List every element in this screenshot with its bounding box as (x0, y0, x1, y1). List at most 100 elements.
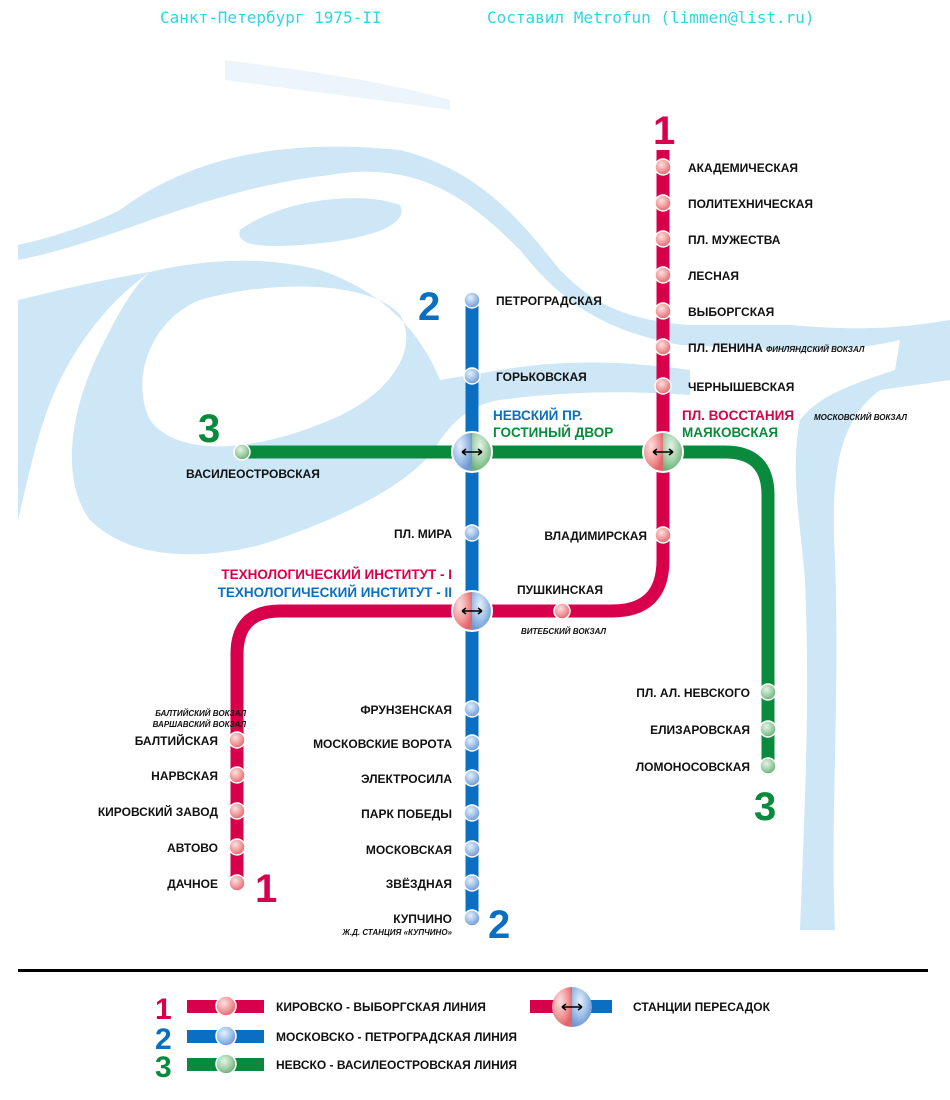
station-label[interactable]: ЕЛИЗАРОВСКАЯ (650, 723, 750, 737)
legend-number: 1 (155, 993, 172, 1026)
station-marker[interactable] (553, 602, 571, 620)
station-marker[interactable] (654, 230, 672, 248)
station-label[interactable]: БАЛТИЙСКАЯ (135, 733, 218, 748)
station-label[interactable]: ПЛ. ВОССТАНИЯ (682, 408, 794, 423)
station-label[interactable]: АВТОВО (167, 841, 218, 855)
line-2-stations: ПЕТРОГРАДСКАЯ ГОРЬКОВСКАЯ ПЛ. МИРА ФРУНЗ… (313, 291, 602, 937)
station-marker[interactable] (463, 291, 481, 309)
station-label[interactable]: АКАДЕМИЧЕСКАЯ (688, 161, 798, 175)
legend-line-1: КИРОВСКО - ВЫБОРГСКАЯ ЛИНИЯ (276, 1000, 486, 1014)
station-label[interactable]: ПУШКИНСКАЯ (517, 583, 603, 597)
station-label[interactable]: НЕВСКИЙ ПР. (493, 408, 583, 423)
station-label[interactable]: ЗВЁЗДНАЯ (386, 876, 452, 891)
station-marker[interactable] (463, 769, 481, 787)
station-label[interactable]: ЭЛЕКТРОСИЛА (361, 772, 452, 786)
station-note: МОСКОВСКИЙ ВОКЗАЛ (814, 413, 907, 422)
station-marker[interactable] (759, 757, 777, 775)
station-label[interactable]: ПЕТРОГРАДСКАЯ (496, 294, 602, 308)
station-label[interactable]: ГОСТИНЫЙ ДВОР (493, 425, 613, 440)
station-label[interactable]: ЛОМОНОСОВСКАЯ (636, 760, 750, 774)
station-label[interactable]: ПАРК ПОБЕДЫ (361, 807, 452, 821)
river-neva (18, 60, 950, 930)
line-1-stations: АКАДЕМИЧЕСКАЯ ПОЛИТЕХНИЧЕСКАЯ ПЛ. МУЖЕСТ… (98, 158, 865, 892)
legend-station-marker (215, 1025, 237, 1047)
station-marker[interactable] (654, 526, 672, 544)
station-label[interactable]: НАРВСКАЯ (151, 769, 218, 783)
legend-station-marker (215, 1053, 237, 1075)
line-2-number-top: 2 (418, 285, 440, 329)
station-label[interactable]: ПОЛИТЕХНИЧЕСКАЯ (688, 197, 813, 211)
station-label[interactable]: ПЛ. ЛЕНИНА (688, 341, 763, 355)
map-title: Санкт-Петербург 1975-II (160, 8, 382, 27)
station-marker[interactable] (463, 367, 481, 385)
station-marker[interactable] (228, 802, 246, 820)
station-label[interactable]: ВЛАДИМИРСКАЯ (544, 529, 647, 543)
legend-transfer: СТАНЦИИ ПЕРЕСАДОК (633, 1000, 771, 1014)
station-label[interactable]: КИРОВСКИЙ ЗАВОД (98, 804, 219, 819)
station-marker[interactable] (463, 840, 481, 858)
station-marker[interactable] (463, 804, 481, 822)
line-1-number-top: 1 (653, 109, 675, 153)
line-3-track (242, 445, 775, 766)
station-label[interactable]: ГОРЬКОВСКАЯ (496, 370, 587, 384)
station-note: ФИНЛЯНДСКИЙ ВОКЗАЛ (766, 345, 865, 354)
station-marker[interactable] (228, 838, 246, 856)
transfer-arrow-icon (561, 1003, 583, 1011)
station-marker[interactable] (228, 731, 246, 749)
line-2-number-bottom: 2 (488, 903, 510, 947)
station-marker[interactable] (228, 874, 246, 892)
legend-transfer-symbol (530, 987, 612, 1027)
station-label[interactable]: ПЛ. МИРА (394, 527, 452, 541)
station-marker[interactable] (654, 302, 672, 320)
station-marker[interactable] (654, 338, 672, 356)
station-marker[interactable] (463, 874, 481, 892)
station-marker[interactable] (654, 266, 672, 284)
station-label[interactable]: ВЫБОРГСКАЯ (688, 305, 774, 319)
legend: 1 КИРОВСКО - ВЫБОРГСКАЯ ЛИНИЯ 2 МОСКОВСК… (155, 987, 771, 1084)
divider (18, 969, 928, 972)
station-label[interactable]: ТЕХНОЛОГИЧЕСКИЙ ИНСТИТУТ - I (221, 567, 452, 582)
legend-line-3: НЕВСКО - ВАСИЛЕОСТРОВСКАЯ ЛИНИЯ (276, 1058, 517, 1072)
station-label[interactable]: ВАСИЛЕОСТРОВСКАЯ (186, 467, 320, 481)
station-note: ВИТЕБСКИЙ ВОКЗАЛ (521, 627, 606, 636)
station-label[interactable]: МОСКОВСКИЕ ВОРОТА (313, 737, 452, 751)
legend-line-2: МОСКОВСКО - ПЕТРОГРАДСКАЯ ЛИНИЯ (276, 1030, 517, 1044)
station-label[interactable]: МАЯКОВСКАЯ (682, 425, 778, 440)
station-label[interactable]: МОСКОВСКАЯ (366, 843, 452, 857)
station-note: ВАРШАВСКИЙ ВОКЗАЛ (153, 720, 247, 729)
transfer-arrow-icon (461, 448, 483, 456)
line-3-stations: ВАСИЛЕОСТРОВСКАЯ ПЛ. АЛ. НЕВСКОГО ЕЛИЗАР… (186, 443, 777, 775)
station-marker[interactable] (463, 909, 481, 927)
station-label[interactable]: ДАЧНОЕ (167, 877, 218, 891)
station-label[interactable]: ЧЕРНЫШЕВСКАЯ (688, 380, 794, 394)
station-label[interactable]: ПЛ. АЛ. НЕВСКОГО (636, 686, 750, 700)
station-marker[interactable] (759, 720, 777, 738)
author-credit: Составил Metrofun (limmen@list.ru) (487, 8, 815, 27)
line-3-number-bottom: 3 (754, 785, 776, 829)
station-label[interactable]: КУПЧИНО (393, 912, 452, 926)
station-label[interactable]: ФРУНЗЕНСКАЯ (360, 703, 452, 717)
legend-station-marker (215, 995, 237, 1017)
station-marker[interactable] (228, 766, 246, 784)
station-marker[interactable] (463, 734, 481, 752)
line-3-number-top: 3 (198, 407, 220, 451)
station-marker[interactable] (759, 683, 777, 701)
line-1-track (230, 150, 670, 883)
legend-number: 3 (155, 1051, 172, 1084)
station-marker[interactable] (654, 158, 672, 176)
station-note: БАЛТИЙСКИЙ ВОКЗАЛ (155, 709, 246, 718)
station-marker[interactable] (233, 443, 251, 461)
interchange-vosstaniya-mayakovskaya[interactable] (642, 431, 684, 473)
station-label[interactable]: ЛЕСНАЯ (688, 269, 739, 283)
interchange-tekhnologichesky[interactable] (451, 590, 493, 632)
transfer-arrow-icon (652, 448, 674, 456)
interchange-nevsky-gostiny[interactable] (451, 431, 493, 473)
station-marker[interactable] (654, 194, 672, 212)
station-label[interactable]: ПЛ. МУЖЕСТВА (688, 233, 781, 247)
station-marker[interactable] (463, 524, 481, 542)
transfer-arrow-icon (461, 607, 483, 615)
station-marker[interactable] (654, 377, 672, 395)
station-label[interactable]: ТЕХНОЛОГИЧЕСКИЙ ИНСТИТУТ - II (218, 585, 452, 600)
station-marker[interactable] (463, 700, 481, 718)
